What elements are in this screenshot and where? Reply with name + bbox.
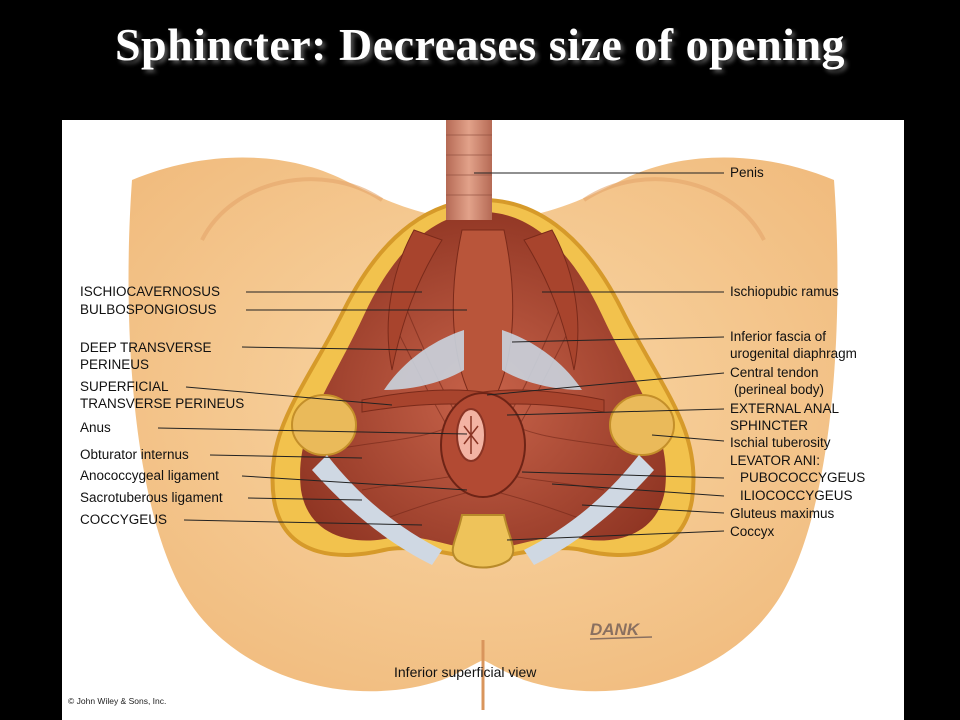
label-obturator-internus: Obturator internus <box>80 447 189 462</box>
anus-folds <box>463 416 479 454</box>
coccyx-bone <box>451 514 515 569</box>
label-levator-ani: LEVATOR ANI: <box>730 453 820 468</box>
ischial-tuberosity-right <box>609 394 675 456</box>
label-central-tendon-1: Central tendon <box>730 365 819 380</box>
label-sacrotuberous-ligament: Sacrotuberous ligament <box>80 490 223 505</box>
label-ischiocavernosus: ISCHIOCAVERNOSUS <box>80 284 220 299</box>
label-anus: Anus <box>80 420 111 435</box>
label-anococcygeal-ligament: Anococcygeal ligament <box>80 468 219 483</box>
penis-ridges <box>446 134 492 196</box>
label-external-anal-sphincter-2: SPHINCTER <box>730 418 808 433</box>
ischiocavernosus-muscle-right <box>523 229 579 371</box>
label-deep-transverse-perineus-2: PERINEUS <box>80 357 149 372</box>
label-gluteus-maximus: Gluteus maximus <box>730 506 835 521</box>
artist-signature: DANK <box>590 620 641 639</box>
fascia-left <box>384 330 464 390</box>
label-coccygeus: COCCYGEUS <box>80 512 167 527</box>
penis-structure <box>446 120 492 220</box>
label-inferior-fascia-2: urogenital diaphragm <box>730 346 857 361</box>
label-superficial-transverse-perineus-1: SUPERFICIAL <box>80 379 169 394</box>
inferior-fascia-area <box>502 330 582 390</box>
label-iliococcygeus: ILIOCOCCYGEUS <box>740 488 853 503</box>
label-superficial-transverse-perineus-2: TRANSVERSE PERINEUS <box>80 396 244 411</box>
bulbospongiosus-muscle <box>452 229 514 401</box>
slide-title: Sphincter: Decreases size of opening <box>114 19 846 70</box>
leader-lines <box>157 172 725 541</box>
label-coccyx: Coccyx <box>730 524 775 539</box>
label-central-tendon-2: (perineal body) <box>734 382 824 397</box>
left-labels: ISCHIOCAVERNOSUS BULBOSPONGIOSUS DEEP TR… <box>80 284 244 527</box>
signature-underline <box>589 636 653 640</box>
copyright-notice: © John Wiley & Sons, Inc. <box>68 696 166 706</box>
ischiocavernosus-muscle <box>387 229 443 371</box>
anatomy-figure-panel: ISCHIOCAVERNOSUS BULBOSPONGIOSUS DEEP TR… <box>62 120 904 720</box>
ischial-tuberosity-left <box>291 394 357 456</box>
label-penis: Penis <box>730 165 764 180</box>
label-external-anal-sphincter-1: EXTERNAL ANAL <box>730 401 840 416</box>
right-labels: Penis Ischiopubic ramus Inferior fascia … <box>730 165 865 539</box>
label-deep-transverse-perineus-1: DEEP TRANSVERSE <box>80 340 212 355</box>
label-bulbospongiosus: BULBOSPONGIOSUS <box>80 302 217 317</box>
label-inferior-fascia-1: Inferior fascia of <box>730 329 826 344</box>
label-ischiopubic-ramus: Ischiopubic ramus <box>730 284 839 299</box>
label-ischial-tuberosity: Ischial tuberosity <box>730 435 831 450</box>
figure-caption: Inferior superficial view <box>394 664 537 680</box>
label-pubococcygeus: PUBOCOCCYGEUS <box>740 470 865 485</box>
perineum-illustration: ISCHIOCAVERNOSUS BULBOSPONGIOSUS DEEP TR… <box>68 120 865 710</box>
